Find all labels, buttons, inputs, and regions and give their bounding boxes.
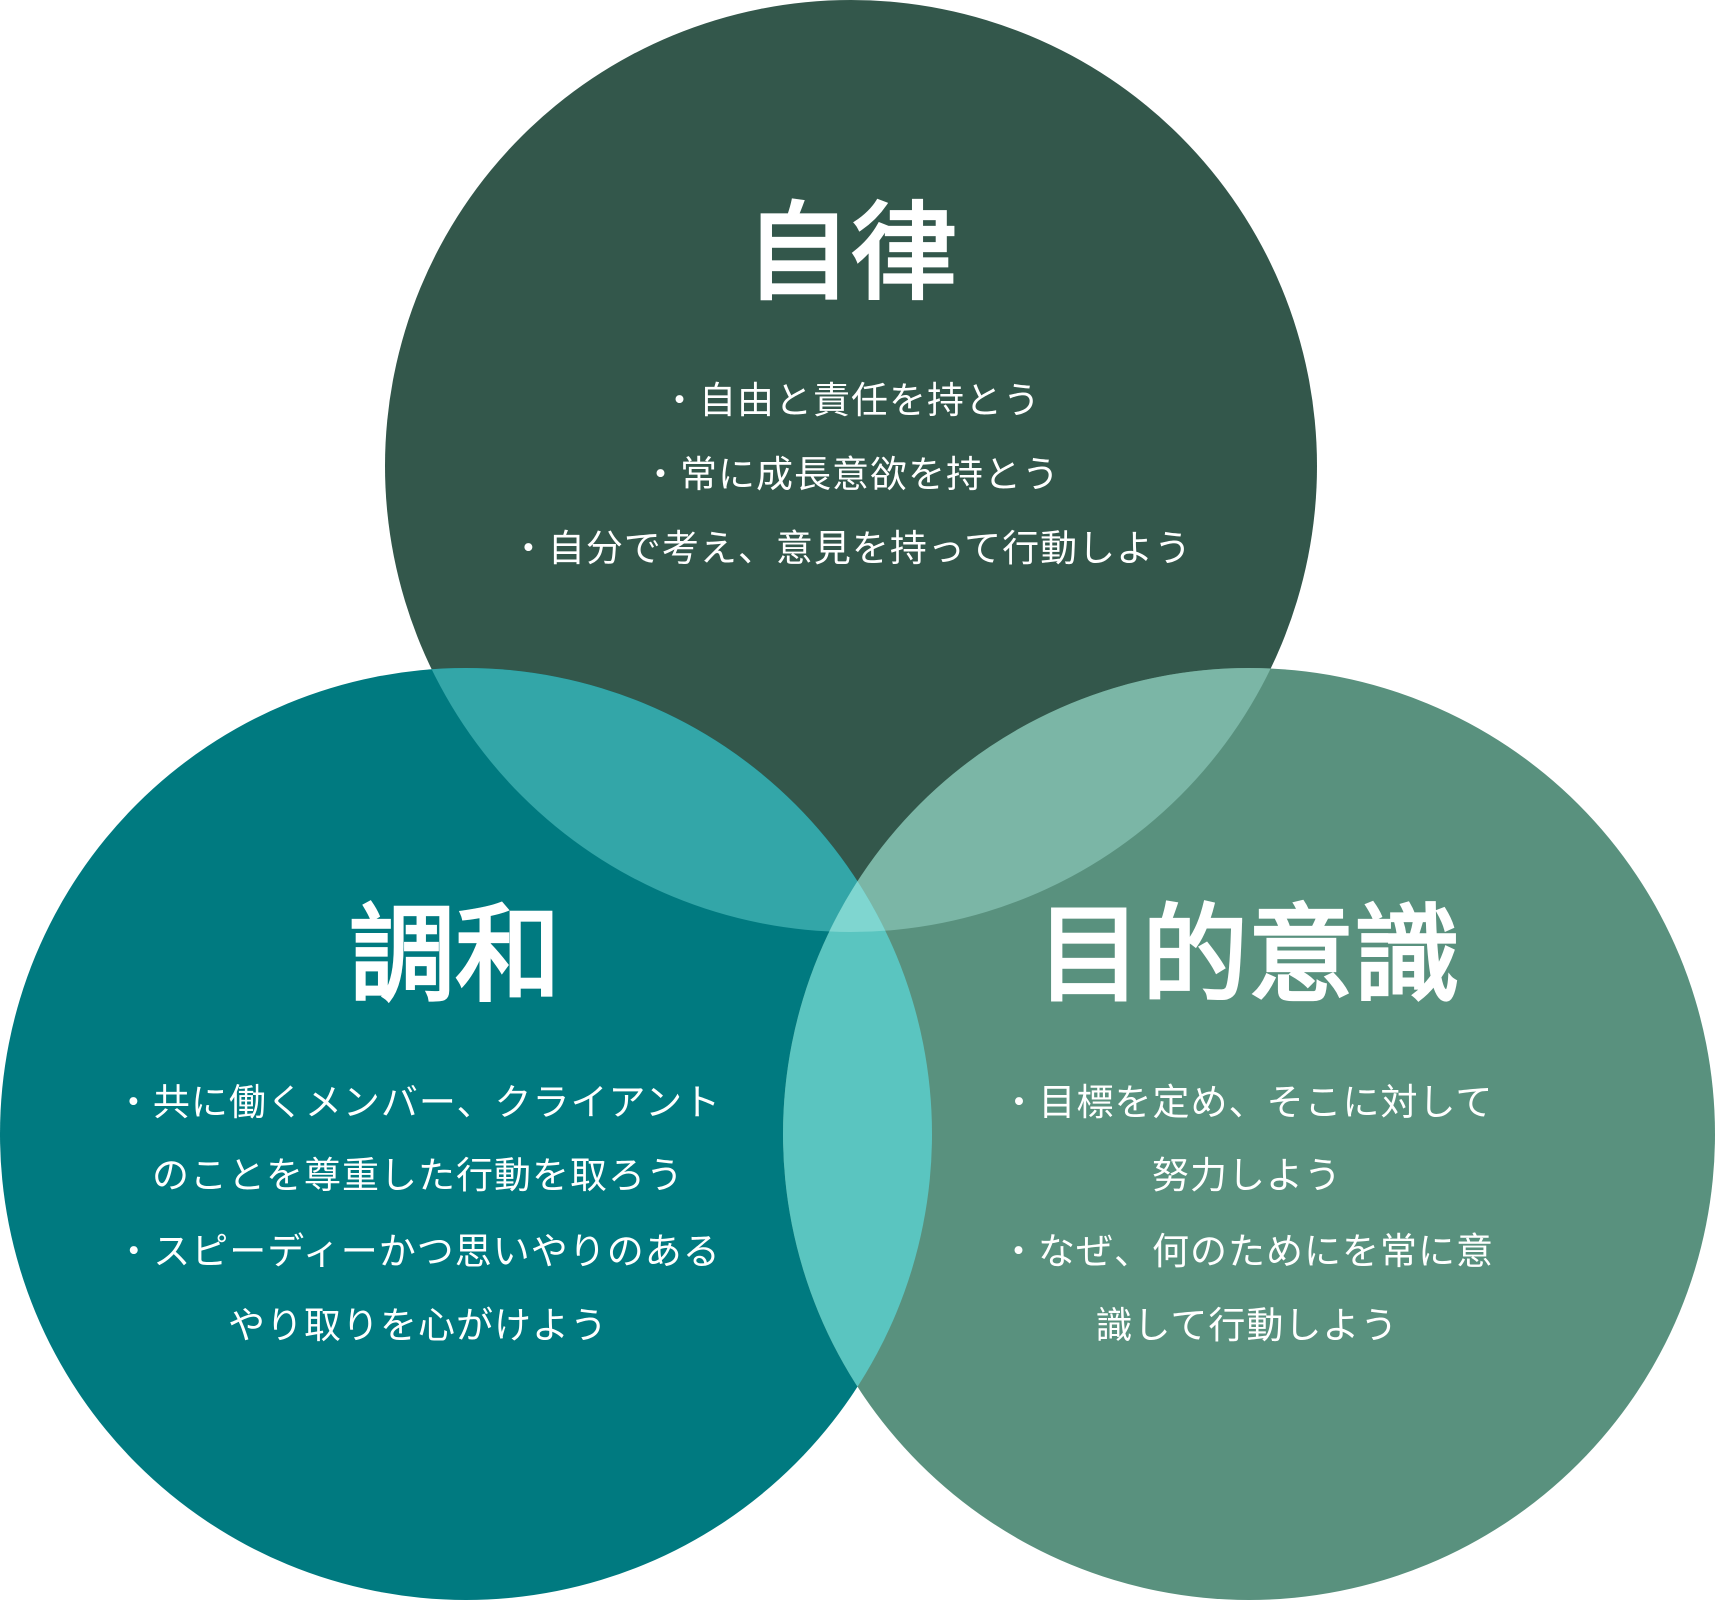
jiritsu-line-3: ・自分で考え、意見を持って行動しよう <box>510 527 1192 570</box>
jiritsu-line-1: ・自由と責任を持とう <box>661 379 1041 422</box>
mokuteki-line-4: 識して行動しよう <box>1096 1304 1399 1347</box>
jiritsu-line-2: ・常に成長意欲を持とう <box>642 453 1060 496</box>
chouwa-line-2: のことを尊重した行動を取ろう <box>152 1154 684 1197</box>
chouwa-line-3: ・スピーディーかつ思いやりのある <box>115 1230 720 1273</box>
overlap-jiritsu-chouwa <box>385 668 932 932</box>
mokuteki-line-3: ・なぜ、何のためにを常に意 <box>1000 1230 1494 1273</box>
chouwa-line-4: やり取りを心がけよう <box>228 1304 608 1347</box>
chouwa-line-1: ・共に働くメンバー、クライアント <box>115 1081 721 1124</box>
title-chouwa: 調和 <box>349 892 561 1017</box>
mokuteki-line-2: 努力しよう <box>1152 1154 1342 1197</box>
title-jiritsu: 自律 <box>745 190 957 315</box>
overlap-jiritsu-mokuteki <box>783 668 1317 932</box>
title-mokuteki: 目的意識 <box>1036 892 1460 1017</box>
mokuteki-line-1: ・目標を定め、そこに対して <box>1001 1081 1494 1124</box>
